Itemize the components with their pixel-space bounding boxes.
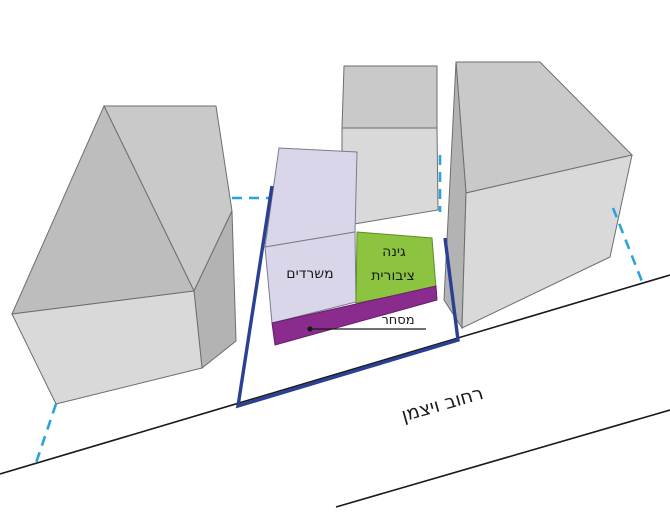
commerce-leader-dot [307,326,313,332]
left-building [11,104,237,405]
back-building [341,65,439,227]
commerce-label: מסחר [381,313,414,328]
dashed-site-lines [34,155,645,464]
commerce-strip [271,285,438,346]
street-edge-line [0,274,670,475]
street-name-label: רחוב ויצמן [399,382,486,426]
right-building [443,61,633,330]
offices-label: משרדים [286,266,333,282]
street-far-line [335,409,670,508]
garden-label-line2: ציבורית [371,268,415,284]
garden-label-line1: גינה [382,244,406,260]
offices-building [264,147,358,324]
plot-outline [235,185,460,409]
